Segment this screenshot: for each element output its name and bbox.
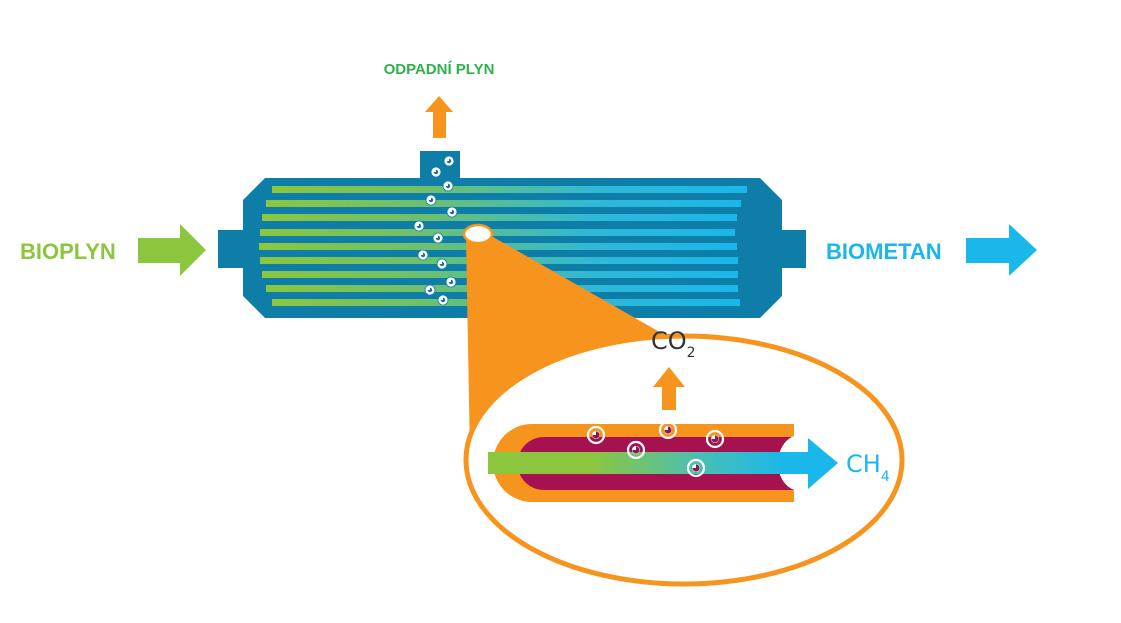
inlet-label: BIOPLYN: [20, 239, 116, 264]
fiber-cross-section: [488, 420, 838, 502]
zoom-source-spot: [462, 223, 494, 245]
arrow-up-icon: [653, 367, 685, 410]
permeate-port: [420, 151, 460, 181]
arrow-right-icon: [966, 224, 1037, 276]
ch4-label: CH4: [846, 450, 890, 485]
arrow-up-icon: [425, 96, 453, 138]
outlet-label: BIOMETAN: [826, 239, 942, 264]
co2-label: CO2: [651, 327, 696, 361]
gas-flow-arrow: [488, 452, 810, 474]
waste-gas-label: ODPADNÍ PLYN: [384, 61, 495, 78]
arrow-right-icon: [138, 224, 206, 276]
